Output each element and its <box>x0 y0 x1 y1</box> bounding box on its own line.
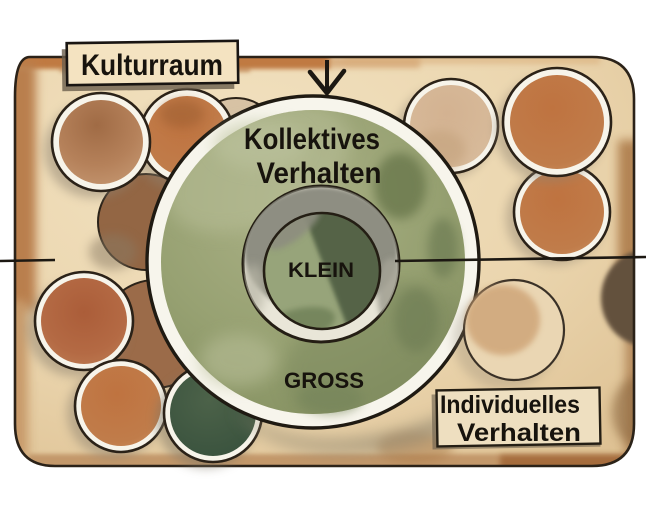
svg-text:Kollektives: Kollektives <box>244 123 380 156</box>
svg-text:Verhalten: Verhalten <box>257 157 382 190</box>
svg-text:Kulturraum: Kulturraum <box>81 49 223 82</box>
svg-text:Individuelles: Individuelles <box>440 391 580 419</box>
svg-text:GROSS: GROSS <box>284 368 364 393</box>
svg-text:Verhalten: Verhalten <box>457 419 581 447</box>
svg-text:KLEIN: KLEIN <box>288 259 354 282</box>
